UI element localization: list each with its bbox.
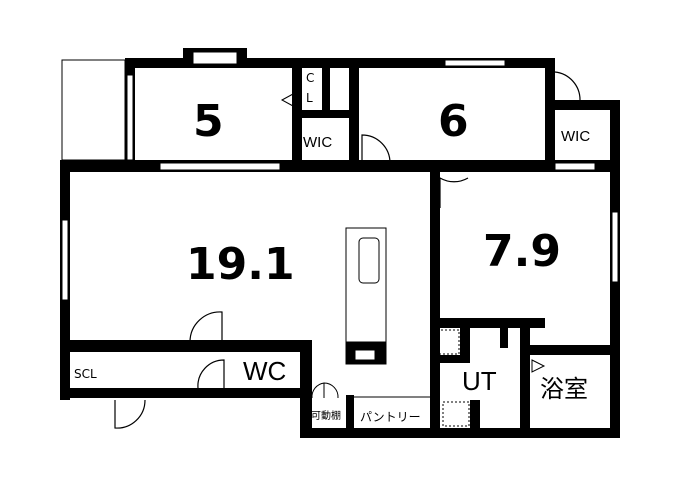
wic-2-label: WIC <box>561 128 591 145</box>
doors <box>114 71 581 429</box>
fixtures <box>280 93 546 399</box>
bath-label: 浴室 <box>540 376 588 403</box>
cl-label-c: C <box>306 71 315 85</box>
pantry-label: パントリー <box>360 410 421 424</box>
scl-label: SCL <box>74 367 97 381</box>
cl-label-l: L <box>306 91 313 105</box>
wic-1-label: WIC <box>303 134 333 151</box>
kitchen-island <box>345 227 387 365</box>
ut-label: UT <box>462 366 497 396</box>
windows <box>61 51 619 301</box>
ldk-label: 19.1 <box>186 239 295 290</box>
room-5-label: 5 <box>193 96 224 147</box>
room-6-label: 6 <box>438 96 469 147</box>
movable-shelf-label: 可動棚 <box>311 411 341 422</box>
vents <box>432 329 470 427</box>
room-7-9-label: 7.9 <box>483 226 561 277</box>
wc-label: WC <box>243 356 287 386</box>
